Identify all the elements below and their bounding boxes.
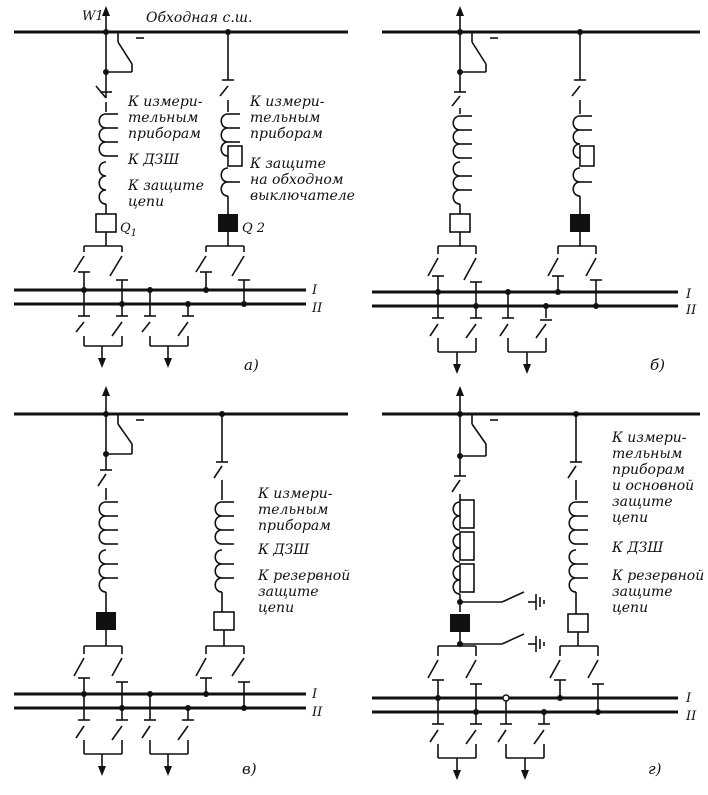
svg-text:К ДЗШ: К ДЗШ [611, 540, 664, 556]
panel-a: W1 Обходная с.ш. Q1 [14, 6, 355, 374]
bus-ii-label-a: II [311, 301, 323, 316]
svg-text:приборам: приборам [128, 126, 201, 142]
svg-text:К резервной: К резервной [611, 568, 704, 584]
svg-text:К ДЗШ: К ДЗШ [257, 542, 310, 558]
svg-text:и основной: и основной [612, 478, 694, 494]
panel-g: I II г) К измери- тельным приборам и осн… [372, 386, 704, 781]
q2-label: Q 2 [242, 221, 265, 236]
breaker-b-right [570, 214, 590, 232]
breaker-g-right [567, 613, 589, 633]
breaker-v-left [96, 612, 116, 630]
svg-text:цепи: цепи [128, 194, 164, 210]
svg-text:приборам: приборам [250, 126, 323, 142]
svg-text:тельным: тельным [128, 110, 198, 126]
caption-b: б) [650, 356, 665, 374]
bus-ii-label-g: II [685, 709, 697, 724]
breaker-b-left [449, 213, 471, 233]
breaker-q2 [218, 214, 238, 232]
svg-text:цепи: цепи [258, 600, 294, 616]
bypass-bus-label: Обходная с.ш. [146, 10, 253, 26]
svg-text:К ДЗШ: К ДЗШ [127, 152, 180, 168]
svg-text:выключателе: выключателе [250, 188, 355, 204]
svg-text:тельным: тельным [258, 502, 328, 518]
caption-v: в) [242, 760, 257, 778]
bus-i-label-a: I [311, 283, 318, 298]
svg-text:на обходном: на обходном [250, 172, 343, 188]
w1-label: W1 [82, 9, 104, 24]
svg-text:К защите: К защите [127, 178, 204, 194]
svg-text:цепи: цепи [612, 600, 648, 616]
bus-i-label-v: I [311, 687, 318, 702]
svg-text:приборам: приборам [258, 518, 331, 534]
svg-text:приборам: приборам [612, 462, 685, 478]
notes-v-right: К измери- тельным приборам К ДЗШ К резер… [257, 486, 350, 616]
svg-text:К резервной: К резервной [257, 568, 350, 584]
breaker-q1 [95, 213, 117, 233]
svg-text:К защите: К защите [249, 156, 326, 172]
bus-ii-label-v: II [311, 705, 323, 720]
svg-text:защите: защите [612, 494, 673, 510]
panel-v: I II в) К измери- тельным приборам К ДЗШ… [14, 386, 350, 778]
svg-text:тельным: тельным [612, 446, 682, 462]
svg-text:тельным: тельным [250, 110, 320, 126]
q1-label: Q1 [120, 221, 137, 239]
caption-a: а) [244, 356, 259, 374]
svg-text:защите: защите [612, 584, 673, 600]
svg-text:К измери-: К измери- [257, 486, 333, 502]
breaker-v-right [213, 611, 235, 631]
svg-text:цепи: цепи [612, 510, 648, 526]
svg-text:защите: защите [258, 584, 319, 600]
notes-a-right: К измери- тельным приборам К защите на о… [249, 94, 355, 204]
bus-i-label-g: I [685, 691, 692, 706]
notes-g-right: К измери- тельным приборам и основной за… [611, 430, 704, 616]
bus-ii-label-b: II [685, 303, 697, 318]
breaker-g-left [450, 614, 470, 632]
panel-b: I II б) [372, 6, 700, 375]
caption-g: г) [648, 760, 662, 778]
bus-i-label-b: I [685, 287, 692, 302]
svg-text:К измери-: К измери- [611, 430, 687, 446]
svg-text:К измери-: К измери- [249, 94, 325, 110]
notes-a-left: К измери- тельным приборам К ДЗШ К защит… [127, 94, 204, 210]
svg-text:К измери-: К измери- [127, 94, 203, 110]
